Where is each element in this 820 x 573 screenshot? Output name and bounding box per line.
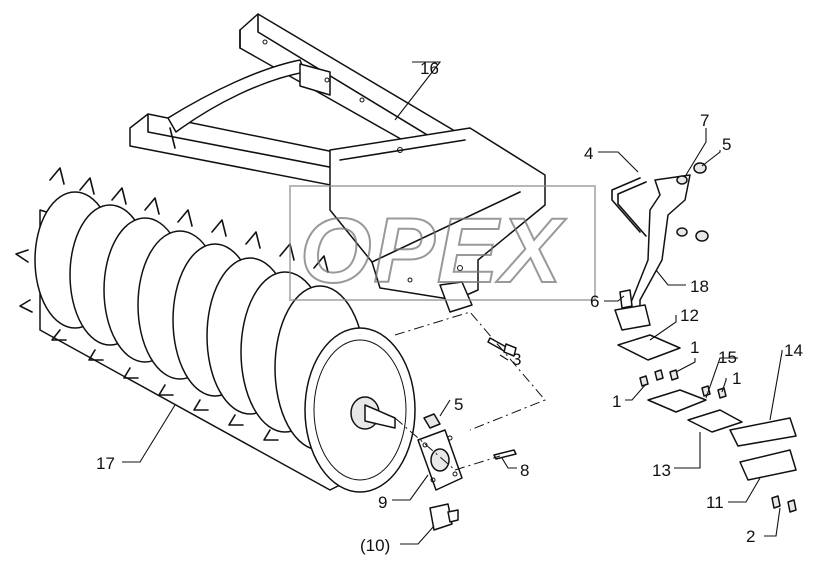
watermark-text: OPEX (300, 200, 566, 302)
label-5-upper: 5 (722, 135, 731, 154)
label-16: 16 (420, 59, 439, 78)
scraper-bracket (614, 174, 691, 331)
label-2: 2 (746, 527, 755, 546)
cutting-roller (15, 167, 416, 493)
label-12: 12 (680, 306, 699, 325)
washers-7-nuts-5 (676, 162, 709, 242)
label-4: 4 (584, 144, 593, 163)
label-1-left: 1 (612, 392, 621, 411)
u-bolt-4 (611, 177, 647, 237)
label-8: 8 (520, 461, 529, 480)
label-9: 9 (378, 493, 387, 512)
label-5-lower: 5 (454, 395, 463, 414)
label-14: 14 (784, 341, 803, 360)
label-1-mid: 1 (690, 338, 699, 357)
label-1-right: 1 (732, 369, 741, 388)
watermark: OPEX (289, 185, 596, 303)
scraper-plates (617, 334, 797, 513)
label-15: 15 (718, 348, 737, 367)
pin-8 (493, 449, 517, 460)
part-labels: 16 4 7 5 18 6 12 3 1 15 1 1 14 5 17 13 8… (96, 59, 803, 555)
label-6: 6 (590, 292, 599, 311)
label-18: 18 (690, 277, 709, 296)
grease-nipple (429, 503, 459, 531)
label-13: 13 (652, 461, 671, 480)
bolt-6 (619, 289, 633, 309)
label-11: 11 (706, 493, 724, 512)
bearing-housing (417, 429, 463, 491)
frame-assembly (129, 13, 546, 313)
label-17: 17 (96, 454, 115, 473)
label-10: (10) (360, 536, 390, 555)
label-3: 3 (512, 350, 521, 369)
label-7: 7 (700, 111, 709, 130)
nut-5 (423, 413, 441, 429)
leader-lines (122, 61, 783, 545)
